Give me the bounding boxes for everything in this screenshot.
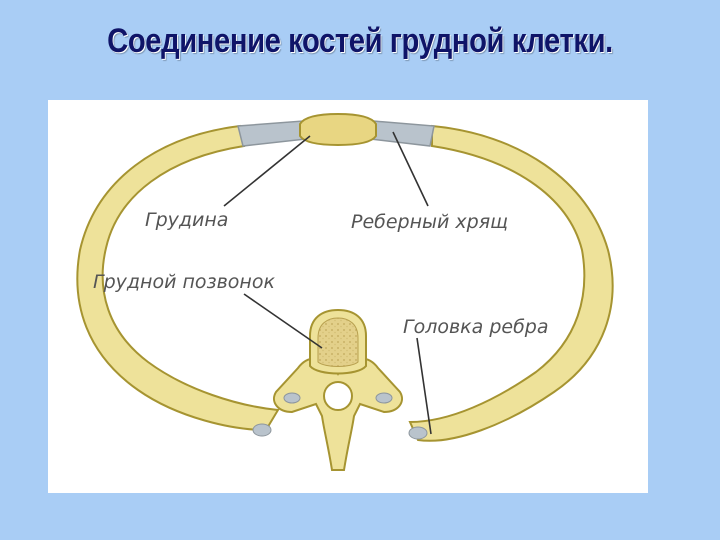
sternum [299, 112, 377, 147]
leader-thoracic-vertebra [243, 293, 323, 349]
rib-head-joint-right [408, 426, 428, 440]
vertebral-body-spongy [317, 317, 359, 367]
label-costal-cartilage: Реберный хрящ [351, 211, 508, 233]
facet-right [375, 392, 393, 404]
slide-title: Соединение костей грудной клетки. [107, 22, 613, 60]
label-thoracic-vertebra: Грудной позвонок [93, 271, 275, 293]
label-sternum: Грудина [145, 209, 228, 231]
leader-costal-cartilage [392, 131, 429, 207]
facet-left [283, 392, 301, 404]
thorax-illustration: Грудина Реберный хрящ Грудной позвонок Г… [76, 112, 614, 471]
label-rib-head: Головка ребра [403, 316, 549, 338]
costal-cartilage-left [237, 120, 307, 147]
thorax-diagram: Грудина Реберный хрящ Грудной позвонок Г… [48, 100, 648, 493]
leader-sternum [223, 135, 311, 207]
leader-rib-head [416, 337, 432, 435]
vertebra-arch [273, 357, 403, 471]
vertebral-foramen [323, 381, 353, 411]
costal-cartilage-right [369, 120, 435, 147]
rib-head-joint-left [252, 423, 272, 437]
rib-right [408, 124, 614, 442]
